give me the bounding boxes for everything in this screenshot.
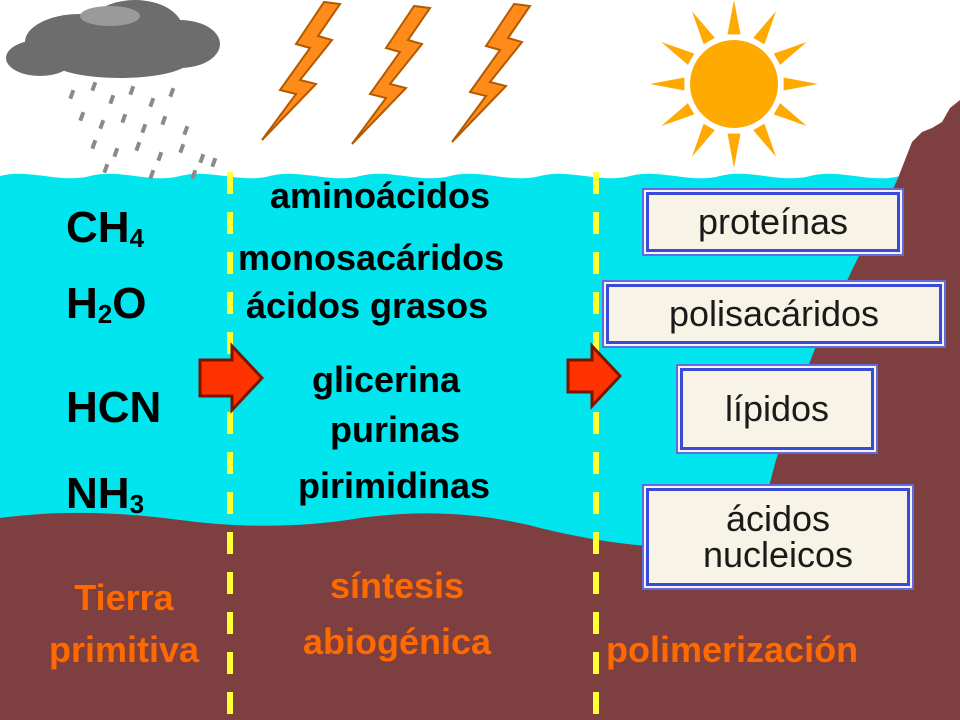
sun-ray — [661, 103, 695, 126]
sun-ray — [692, 11, 715, 45]
molecule-nh3: NH3 — [66, 469, 145, 520]
ch4-subscript: 4 — [129, 223, 145, 254]
molecule-purinas: purinas — [330, 409, 461, 450]
stage-label-line2: abiogénica — [302, 621, 492, 662]
molecule-acidos-grasos: ácidos grasos — [246, 285, 489, 326]
polymer-box-acidos-nucleicos: ácidos nucleicos — [646, 488, 910, 586]
molecule-pirimidinas: pirimidinas — [298, 465, 491, 506]
molecule-glicerina: glicerina — [312, 359, 461, 400]
polymer-box-lipidos: lípidos — [680, 368, 874, 450]
sun-ray — [753, 11, 776, 45]
molecule-aminoacidos: aminoácidos — [270, 175, 491, 216]
sun-ray — [783, 77, 818, 91]
sun-ray — [650, 77, 685, 91]
h2o-base-o: O — [112, 279, 147, 328]
sun-ray — [692, 123, 715, 157]
lightning-bolt-icon — [451, 2, 532, 143]
stage-label-line2: primitiva — [48, 629, 200, 670]
lightning-bolt-icon — [261, 0, 342, 141]
polymer-label: proteínas — [697, 201, 849, 242]
molecule-h2o: H2O — [66, 279, 147, 330]
sun-ray — [773, 103, 807, 126]
lightning-bolt-icon — [351, 4, 432, 145]
ch4-base: CH — [66, 203, 130, 252]
h2o-subscript: 2 — [97, 299, 113, 330]
sun-ray — [727, 0, 741, 35]
nh3-subscript: 3 — [129, 489, 145, 520]
polymer-box-polisacaridos: polisacáridos — [606, 284, 942, 344]
polymer-label: lípidos — [724, 388, 830, 429]
sun-ray — [753, 123, 776, 157]
stage-label-tierra-primitiva: Tierra primitiva — [14, 580, 234, 668]
polymer-label: polisacáridos — [668, 293, 880, 334]
stage-label-line1: Tierra — [74, 577, 174, 618]
rain-cloud-icon — [6, 0, 220, 180]
stage-label-polimerizacion: polimerización — [606, 629, 859, 670]
polymer-label-line1: ácidos — [725, 498, 831, 539]
sun-ray — [661, 42, 695, 65]
molecule-hcn: HCN — [66, 386, 161, 430]
arrow-right-icon — [198, 342, 265, 414]
arrow-right-icon — [566, 342, 623, 410]
stage-label-sintesis-abiogenica: síntesis abiogénica — [252, 568, 542, 660]
polymer-box-proteinas: proteínas — [646, 192, 900, 252]
molecule-ch4: CH4 — [66, 203, 145, 254]
hcn-label: HCN — [66, 383, 162, 432]
sun-icon — [650, 0, 818, 168]
stage-label-line1: síntesis — [329, 565, 465, 606]
molecule-monosacaridos: monosacáridos — [238, 237, 505, 278]
h2o-base-h: H — [66, 279, 98, 328]
sun-ray — [773, 42, 807, 65]
polymer-label-line2: nucleicos — [702, 534, 854, 575]
sun-ray — [727, 133, 741, 168]
nh3-base: NH — [66, 469, 130, 518]
